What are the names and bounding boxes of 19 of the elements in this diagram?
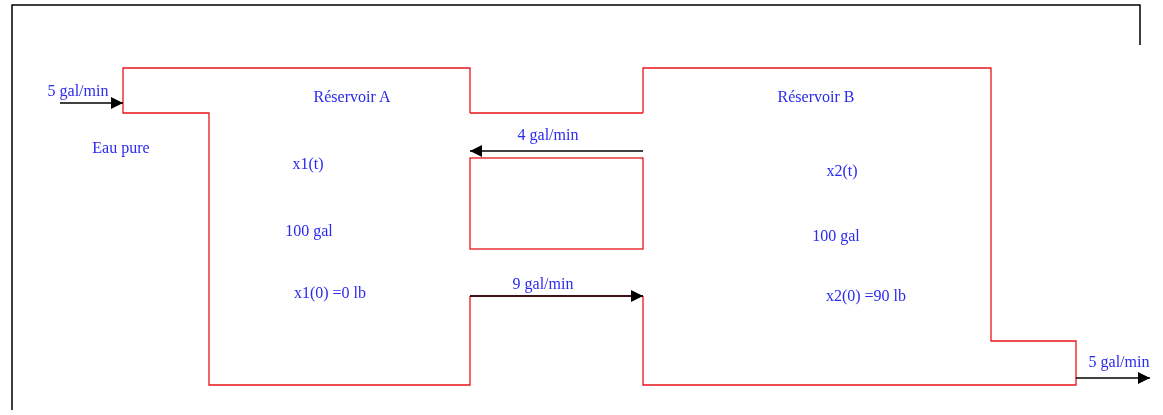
inflow-note: Eau pure: [92, 139, 150, 157]
edge-label: 9 gal/min: [512, 275, 574, 293]
volume-label: 100 gal: [285, 222, 333, 240]
edge-label: 5 gal/min: [1088, 353, 1150, 371]
tank-title: Réservoir A: [313, 88, 391, 106]
tank: [643, 68, 1076, 385]
initial-value-label: x2(0) =90 lb: [825, 287, 907, 305]
arrow: [469, 145, 644, 157]
initial-value-label: x1(0) =0 lb: [293, 284, 367, 302]
arrow: [1075, 372, 1151, 384]
volume-label: 100 gal: [812, 227, 860, 245]
edge-label: 4 gal/min: [517, 126, 579, 144]
variable-label: x1(t): [292, 155, 324, 173]
arrow: [59, 97, 124, 109]
variable-label: x2(t): [826, 162, 858, 180]
tank-title: Réservoir B: [777, 88, 855, 106]
tank: [123, 68, 470, 385]
edge-label: 5 gal/min: [47, 82, 109, 100]
arrow: [469, 290, 644, 302]
